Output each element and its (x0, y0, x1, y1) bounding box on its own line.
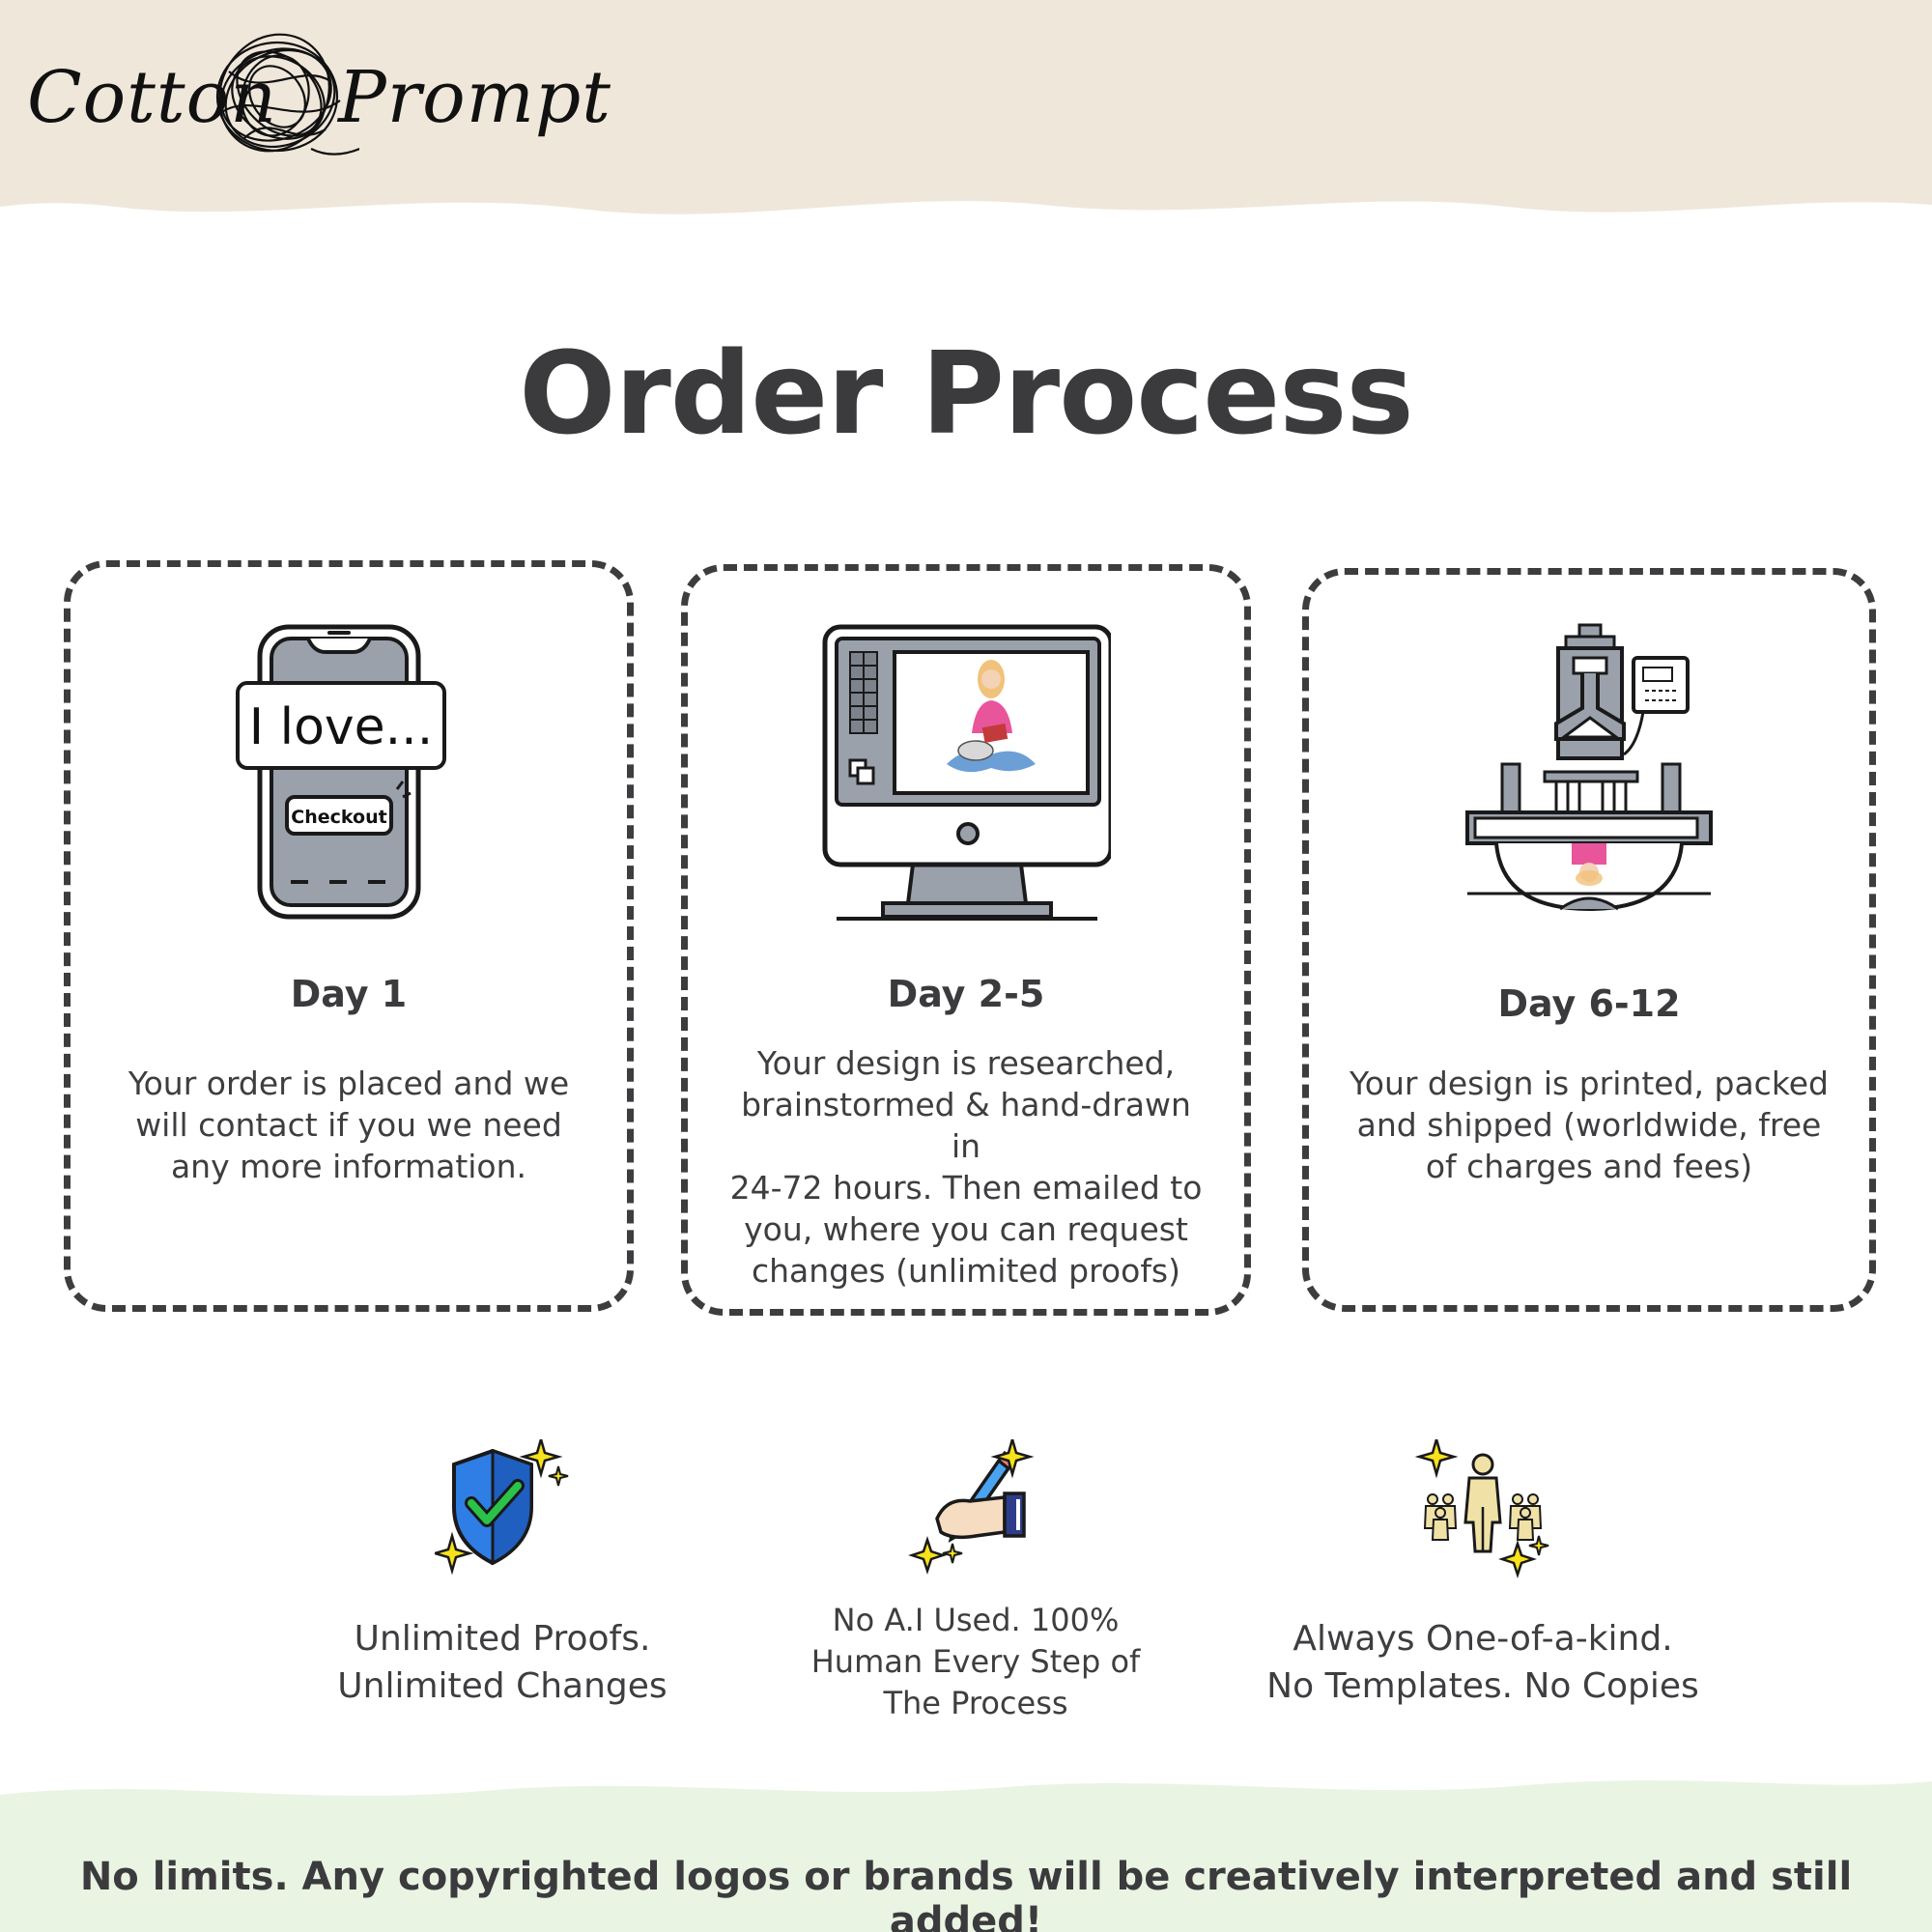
step-card-day-2-5: Day 2-5 Your design is researched, brain… (681, 564, 1251, 1316)
artwork-figure (947, 660, 1036, 773)
smartphone-checkout-icon: I love... Checkout (236, 624, 446, 920)
step-day-label: Day 6-12 (1497, 982, 1681, 1025)
unique-person-icon (1415, 1439, 1549, 1578)
desktop-monitor-icon (822, 624, 1111, 921)
footer-band (0, 1780, 1932, 1932)
header-band (0, 0, 1932, 214)
feature-text: No A.I Used. 100% Human Every Step of Th… (810, 1602, 1141, 1721)
feature-one-of-a-kind: Always One-of-a-kind. No Templates. No C… (1246, 1439, 1719, 1729)
checkout-button: Checkout (291, 807, 386, 828)
feature-no-ai: No A.I Used. 100% Human Every Step of Th… (773, 1439, 1179, 1729)
yarn-scribble-icon (215, 33, 359, 156)
step-description: Your design is researched, brainstormed … (729, 1044, 1203, 1290)
step-day-label: Day 2-5 (887, 973, 1045, 1015)
page-title: Order Process (519, 327, 1413, 460)
phone-banner-text: I love... (249, 698, 433, 756)
feature-unlimited-proofs: Unlimited Proofs. Unlimited Changes (290, 1439, 715, 1729)
footer-note: No limits. Any copyrighted logos or bran… (79, 1855, 1853, 1932)
step-card-day-6-12: Day 6-12 Your design is printed, packed … (1302, 568, 1876, 1312)
feature-text: Unlimited Proofs. Unlimited Changes (337, 1619, 668, 1706)
feature-text: Always One-of-a-kind. No Templates. No C… (1266, 1619, 1699, 1706)
step-day-label: Day 1 (290, 973, 408, 1015)
step-description: Your design is printed, packed and shipp… (1349, 1065, 1829, 1185)
shield-check-icon (435, 1439, 569, 1576)
step-description: Your order is placed and we will contact… (128, 1065, 570, 1185)
step-card-day-1: I love... Checkout Day 1 Your order is p… (64, 560, 634, 1312)
hand-pencil-icon (908, 1439, 1035, 1575)
brand-logo: Cotton Prompt (25, 23, 611, 168)
heat-press-icon (1465, 623, 1713, 912)
brand-word-right: Prompt (338, 56, 611, 139)
